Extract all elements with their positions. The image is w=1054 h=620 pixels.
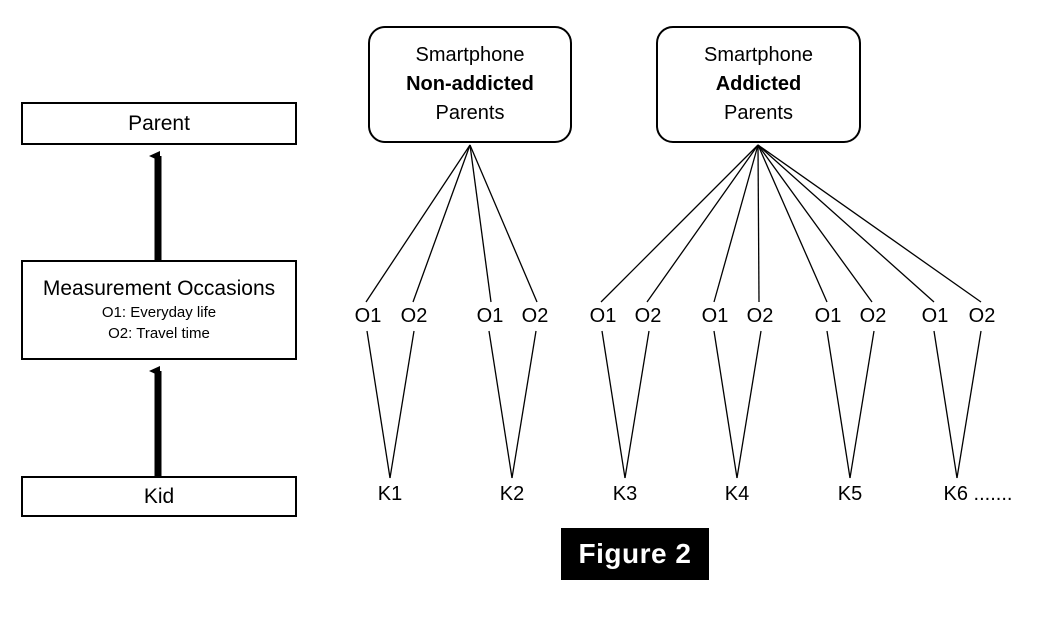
group-addicted-line1: Smartphone [704,44,813,66]
fan-addicted-to-occasions [600,144,982,303]
occasion-node-o2-k4: O2 [746,305,774,327]
v-connector-k6 [933,330,982,479]
occasion-node-o1-k4: O1 [701,305,729,327]
occasion-node-o2-k6: O2 [968,305,996,327]
figure-caption: Figure 2 [561,528,709,580]
occasion-node-o1-k1: O1 [354,305,382,327]
group-box-nonaddicted-parents: Smartphone Non-addicted Parents [368,26,572,143]
level-box-parent-label: Parent [128,111,190,135]
occasion-node-o2-k2: O2 [521,305,549,327]
level-box-measurement-occasions: Measurement Occasions O1: Everyday life … [21,260,297,360]
level-box-kid: Kid [21,476,297,517]
kid-node-k2: K2 [499,483,525,505]
v-connector-k2 [488,330,537,479]
group-addicted-line2: Addicted [715,73,802,95]
level-box-parent: Parent [21,102,297,145]
occasion-node-o2-k5: O2 [859,305,887,327]
v-connector-k5 [826,330,875,479]
occasion-node-o1-k6: O1 [921,305,949,327]
kid-node-k3: K3 [612,483,638,505]
level-box-measurement-title: Measurement Occasions [42,277,276,300]
level-box-kid-label: Kid [143,484,175,508]
kid-node-k1: K1 [377,483,403,505]
fan-nonaddicted-to-occasions [365,144,538,303]
occasion-node-o2-k1: O2 [400,305,428,327]
kid-node-k4: K4 [724,483,750,505]
occasion-node-o2-k3: O2 [634,305,662,327]
v-connector-k1 [366,330,415,479]
group-nonaddicted-line2: Non-addicted [406,73,534,95]
occasion-node-o1-k2: O1 [476,305,504,327]
occasion-node-o1-k3: O1 [589,305,617,327]
kid-node-k6: K6 ....... [943,483,1013,505]
group-nonaddicted-line1: Smartphone [415,44,525,66]
level-box-measurement-sub1: O1: Everyday life [101,304,217,321]
v-connector-k3 [601,330,650,479]
group-box-addicted-parents: Smartphone Addicted Parents [656,26,861,143]
group-nonaddicted-line3: Parents [435,102,505,124]
v-connector-k4 [713,330,762,479]
level-box-measurement-sub2: O2: Travel time [108,325,210,342]
occasion-node-o1-k5: O1 [814,305,842,327]
group-addicted-line3: Parents [724,102,793,124]
kid-node-k5: K5 [837,483,863,505]
